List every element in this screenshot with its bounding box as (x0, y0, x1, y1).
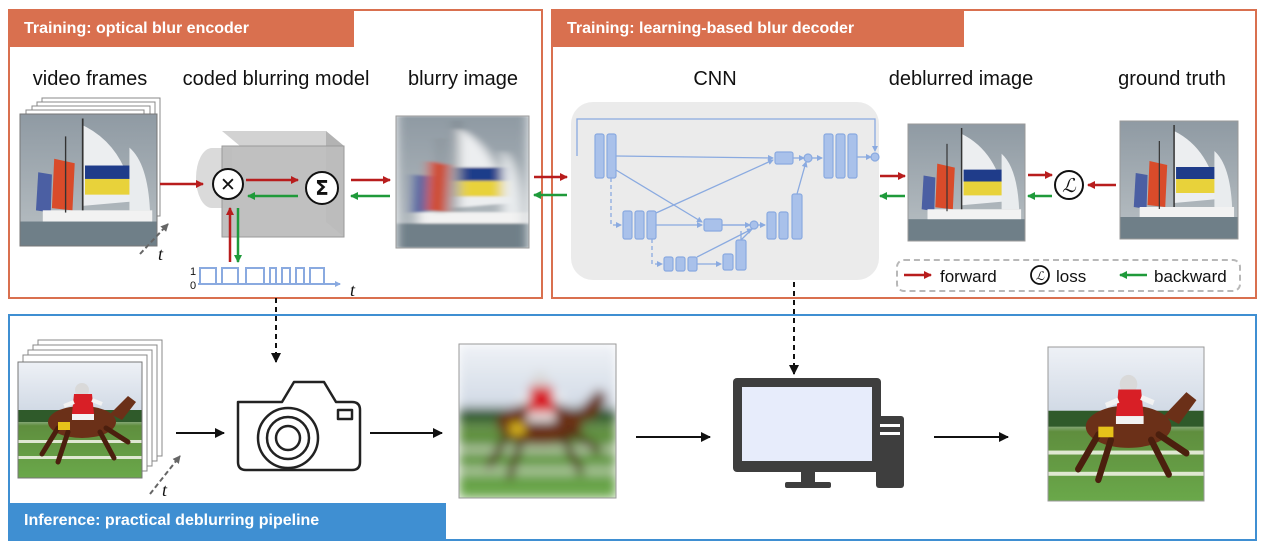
loss-node (1054, 170, 1084, 200)
sum-symbol: Σ (315, 176, 329, 200)
encoder-panel-title: Training: optical blur encoder (10, 11, 354, 47)
ground-truth-label: ground truth (1118, 68, 1226, 90)
camera-icon (236, 380, 362, 472)
decoder-panel (551, 9, 1257, 299)
multiply-symbol: ✕ (220, 174, 236, 196)
decoder-panel-title: Training: learning-based blur decoder (553, 11, 964, 47)
deblurred-image (907, 123, 1026, 242)
frames-time-label: t (158, 244, 164, 264)
time-axis-arrow (139, 223, 169, 255)
video-frames-stack (19, 97, 161, 248)
deblurred-image-label: deblurred image (888, 68, 1034, 90)
cnn-box (571, 102, 879, 280)
legend-forward-label: forward (940, 267, 997, 286)
inference-frames-stack (18, 339, 163, 478)
svg-text:ℒ: ℒ (1036, 269, 1045, 283)
coded-exposure-signal (198, 267, 341, 287)
legend: forward loss backward (896, 259, 1241, 292)
ground-truth-image (1119, 120, 1239, 240)
blurry-image-label: blurry image (407, 68, 519, 90)
cnn-connections (576, 118, 878, 267)
code-low-label: 0 (190, 280, 196, 292)
code-high-label: 1 (190, 266, 196, 278)
loss-symbol: ℒ (1062, 175, 1077, 197)
inference-panel-title: Inference: practical deblurring pipeline (10, 503, 446, 539)
captured-blurry-image (458, 343, 617, 499)
multiply-node (212, 168, 244, 200)
computer-icon (733, 378, 904, 488)
legend-loss-label: loss (1056, 267, 1087, 286)
cnn-label: CNN (693, 68, 737, 90)
legend-backward-label: backward (1154, 267, 1227, 286)
coded-blurring-model-label: coded blurring model (182, 68, 370, 90)
video-frames-label: video frames (32, 68, 148, 90)
final-deblurred-image (1047, 346, 1205, 502)
inference-time-label: t (162, 480, 168, 500)
inference-panel (8, 314, 1257, 541)
sum-node (305, 171, 339, 205)
cnn-unet (594, 133, 880, 272)
legend-loss-icon (1030, 265, 1050, 285)
code-time-label: t (350, 280, 356, 300)
blurry-image (395, 115, 530, 249)
